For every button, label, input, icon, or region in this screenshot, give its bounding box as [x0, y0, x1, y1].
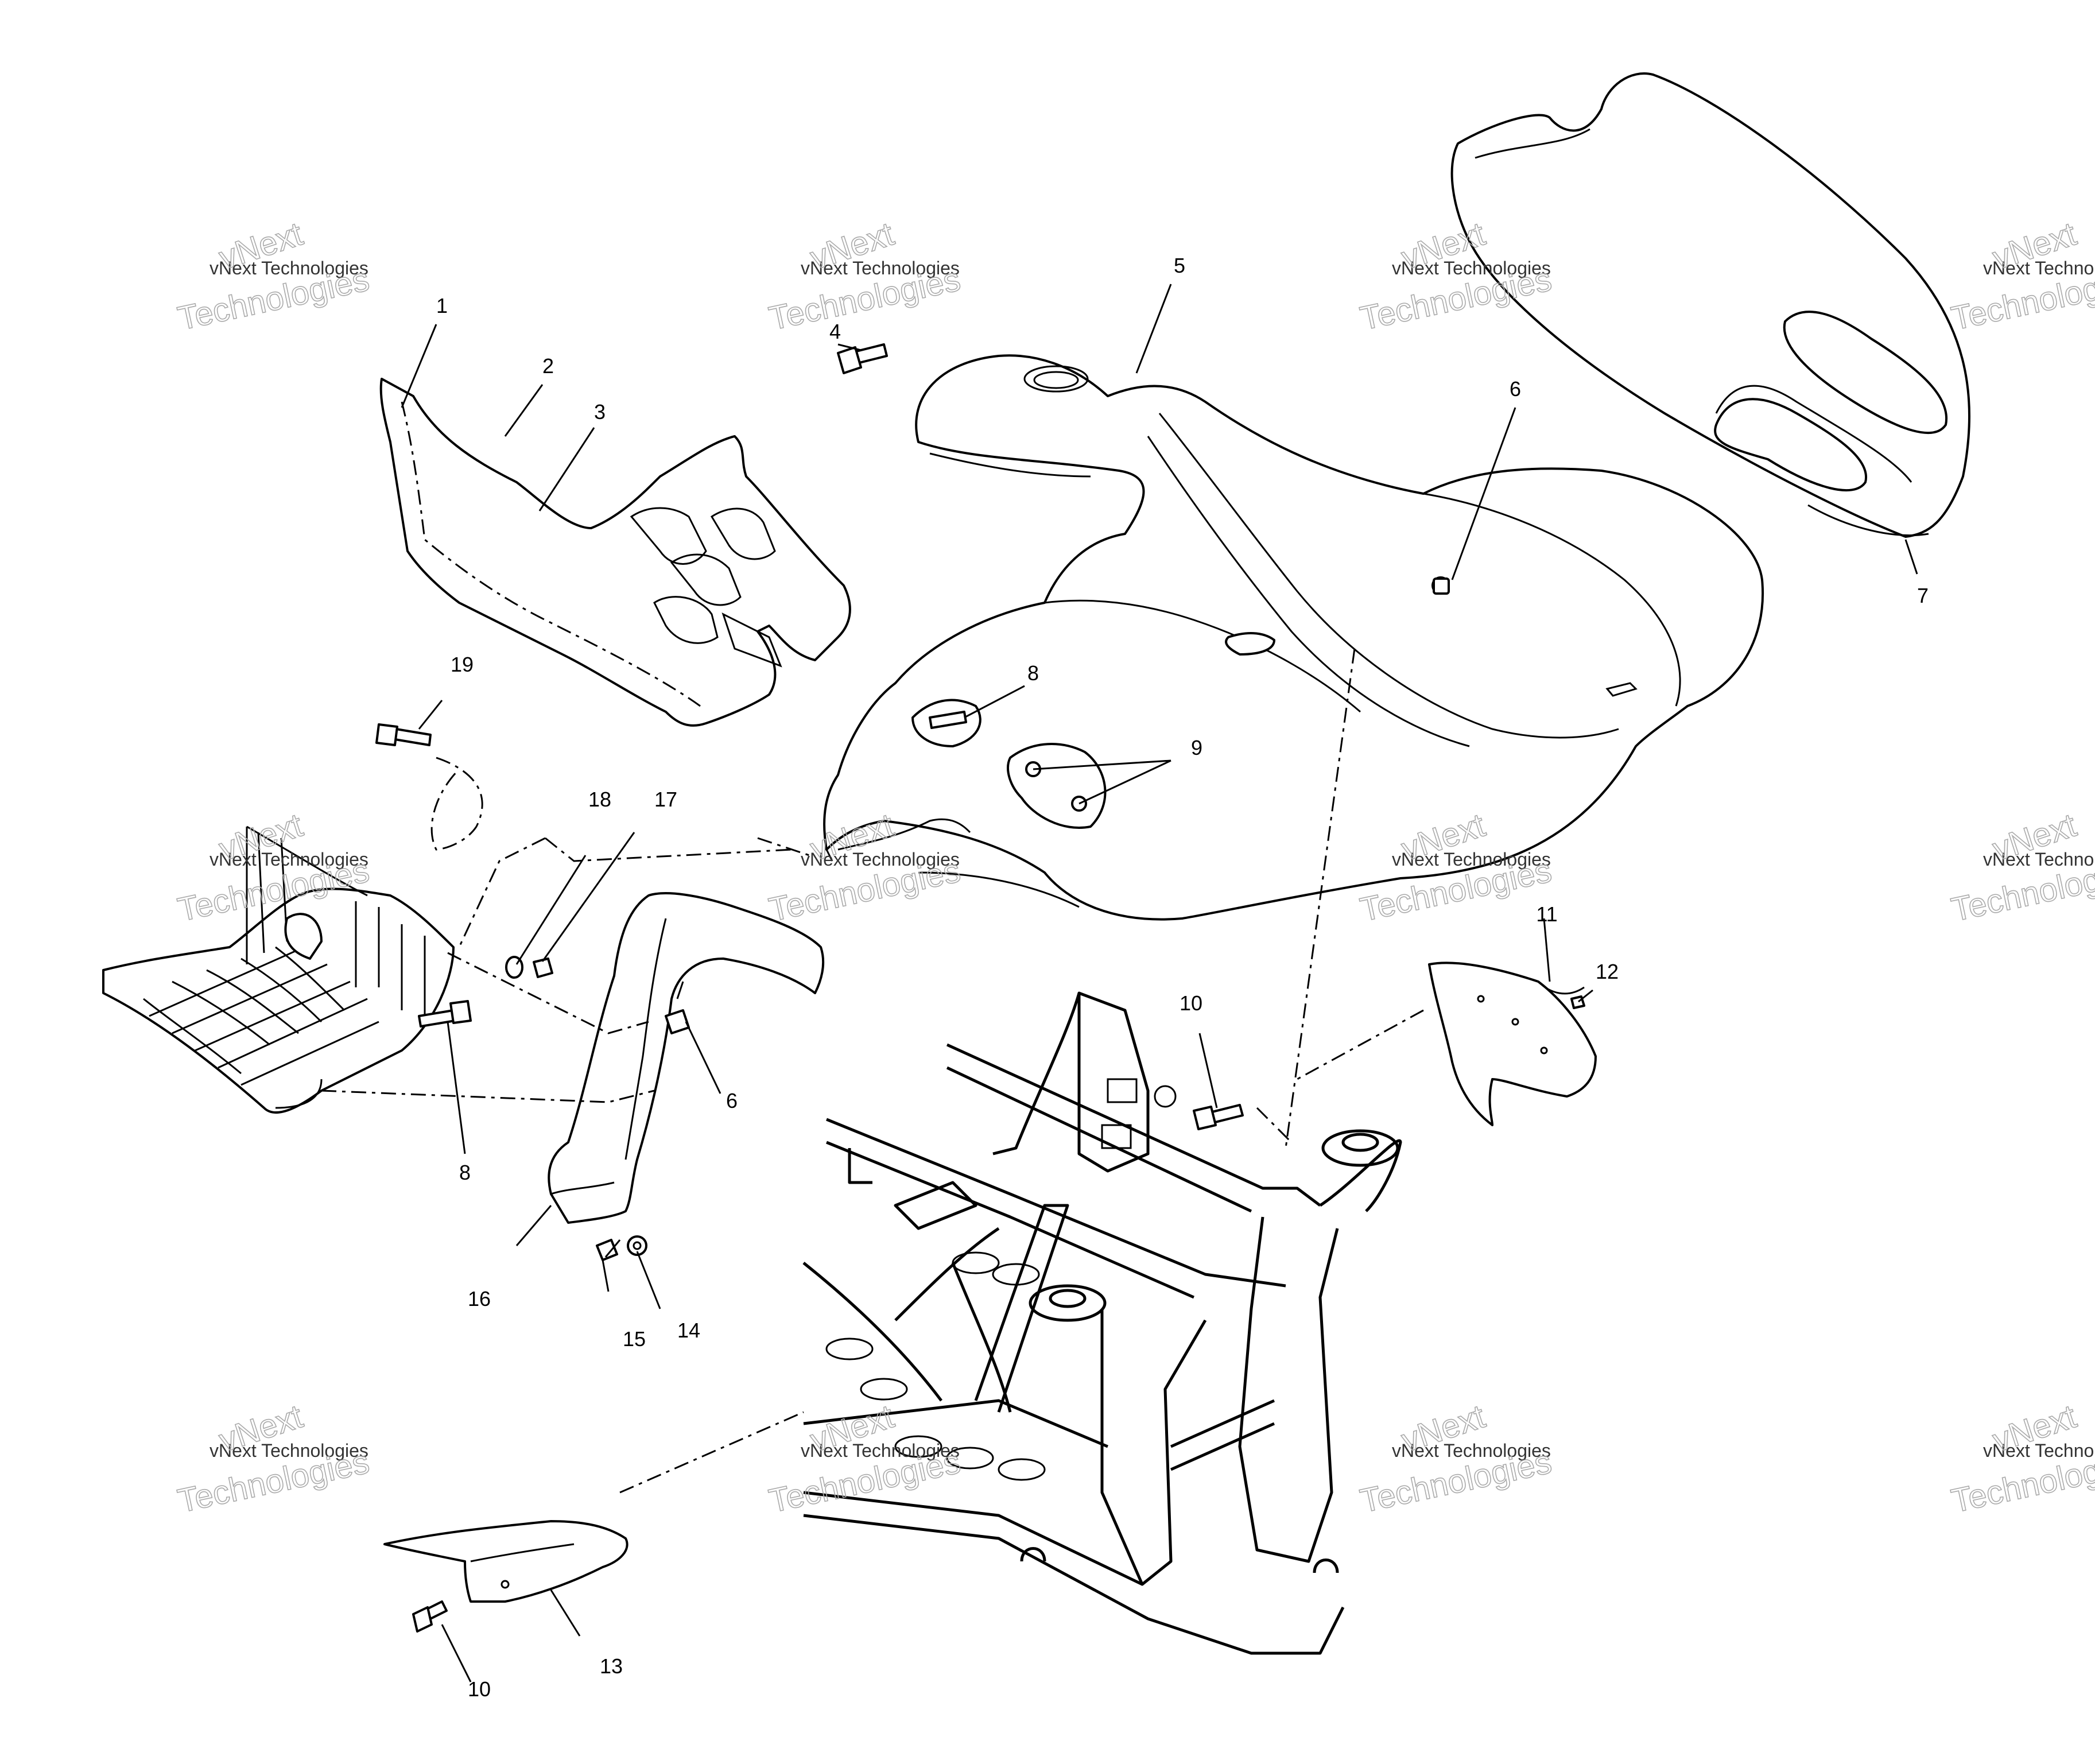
part-16-fender-flare — [548, 892, 825, 1224]
callout-17: 17 — [654, 788, 677, 811]
callout-10-bottom: 10 — [468, 1677, 491, 1701]
svg-text:vNext Technologies: vNext Technologies — [1392, 849, 1551, 870]
callout-13: 13 — [600, 1654, 623, 1678]
watermark: vNext Technologies vNext Technologies — [174, 215, 373, 338]
svg-text:vNext Technologies: vNext Technologies — [801, 849, 960, 870]
callout-18: 18 — [588, 788, 611, 811]
svg-text:vNext Technologies: vNext Technologies — [801, 1440, 960, 1461]
part-5-rear-fender — [823, 354, 1764, 921]
part-1-2-3-side-panel — [379, 378, 851, 727]
svg-text:vNext Technologies: vNext Technologies — [1392, 1440, 1551, 1461]
callout-12: 12 — [1596, 960, 1619, 983]
callout-1: 1 — [436, 294, 448, 317]
svg-text:vNext Technologies: vNext Technologies — [1983, 1440, 2095, 1461]
callout-14: 14 — [677, 1319, 700, 1342]
assembly-lines — [321, 648, 1424, 1494]
callout-6-left: 6 — [726, 1089, 738, 1112]
svg-text:vNext Technologies: vNext Technologies — [210, 849, 368, 870]
leader-lines — [401, 284, 1918, 1682]
callout-8-left: 8 — [459, 1161, 471, 1184]
callout-2: 2 — [542, 354, 554, 378]
callout-3: 3 — [594, 400, 606, 424]
callout-7: 7 — [1917, 584, 1929, 607]
callout-16: 16 — [468, 1287, 491, 1311]
vehicle-frame — [802, 991, 1402, 1655]
part-13-plate — [383, 1520, 628, 1603]
callout-5: 5 — [1174, 254, 1185, 277]
callout-10-frame: 10 — [1180, 991, 1202, 1015]
watermark: vNext Technologies vNext Technologies — [765, 215, 964, 338]
svg-text:vNext Technologies: vNext Technologies — [210, 258, 368, 278]
footrest-assembly — [102, 825, 455, 1114]
callout-15: 15 — [623, 1327, 646, 1351]
svg-text:vNext Technologies: vNext Technologies — [801, 258, 960, 278]
watermark: vNext Technologies vNext Technologies — [1356, 1397, 1555, 1521]
part-7-cover — [1450, 72, 1971, 538]
callout-9: 9 — [1191, 736, 1202, 759]
svg-text:vNext Technologies: vNext Technologies — [1392, 258, 1551, 278]
callout-8-body: 8 — [1027, 661, 1039, 685]
callout-4: 4 — [829, 320, 841, 343]
watermark: vNext Technologies vNext Technologies — [1947, 806, 2095, 929]
svg-text:vNext Technologies: vNext Technologies — [1983, 849, 2095, 870]
part-11-bracket — [1428, 962, 1597, 1126]
svg-text:vNext Technologies: vNext Technologies — [210, 1440, 368, 1461]
callout-11: 11 — [1536, 902, 1557, 926]
svg-text:vNext Technologies: vNext Technologies — [1983, 258, 2095, 278]
watermark: vNext Technologies vNext Technologies — [1947, 215, 2095, 338]
callout-labels: 1 2 3 4 5 6 6 7 8 8 9 10 10 11 12 13 14 … — [436, 254, 1929, 1701]
callout-19: 19 — [451, 653, 474, 676]
watermark: vNext Technologies vNext Technologies — [1947, 1397, 2095, 1521]
callout-6-top: 6 — [1510, 377, 1521, 401]
watermark: vNext Technologies vNext Technologies — [174, 1397, 373, 1521]
